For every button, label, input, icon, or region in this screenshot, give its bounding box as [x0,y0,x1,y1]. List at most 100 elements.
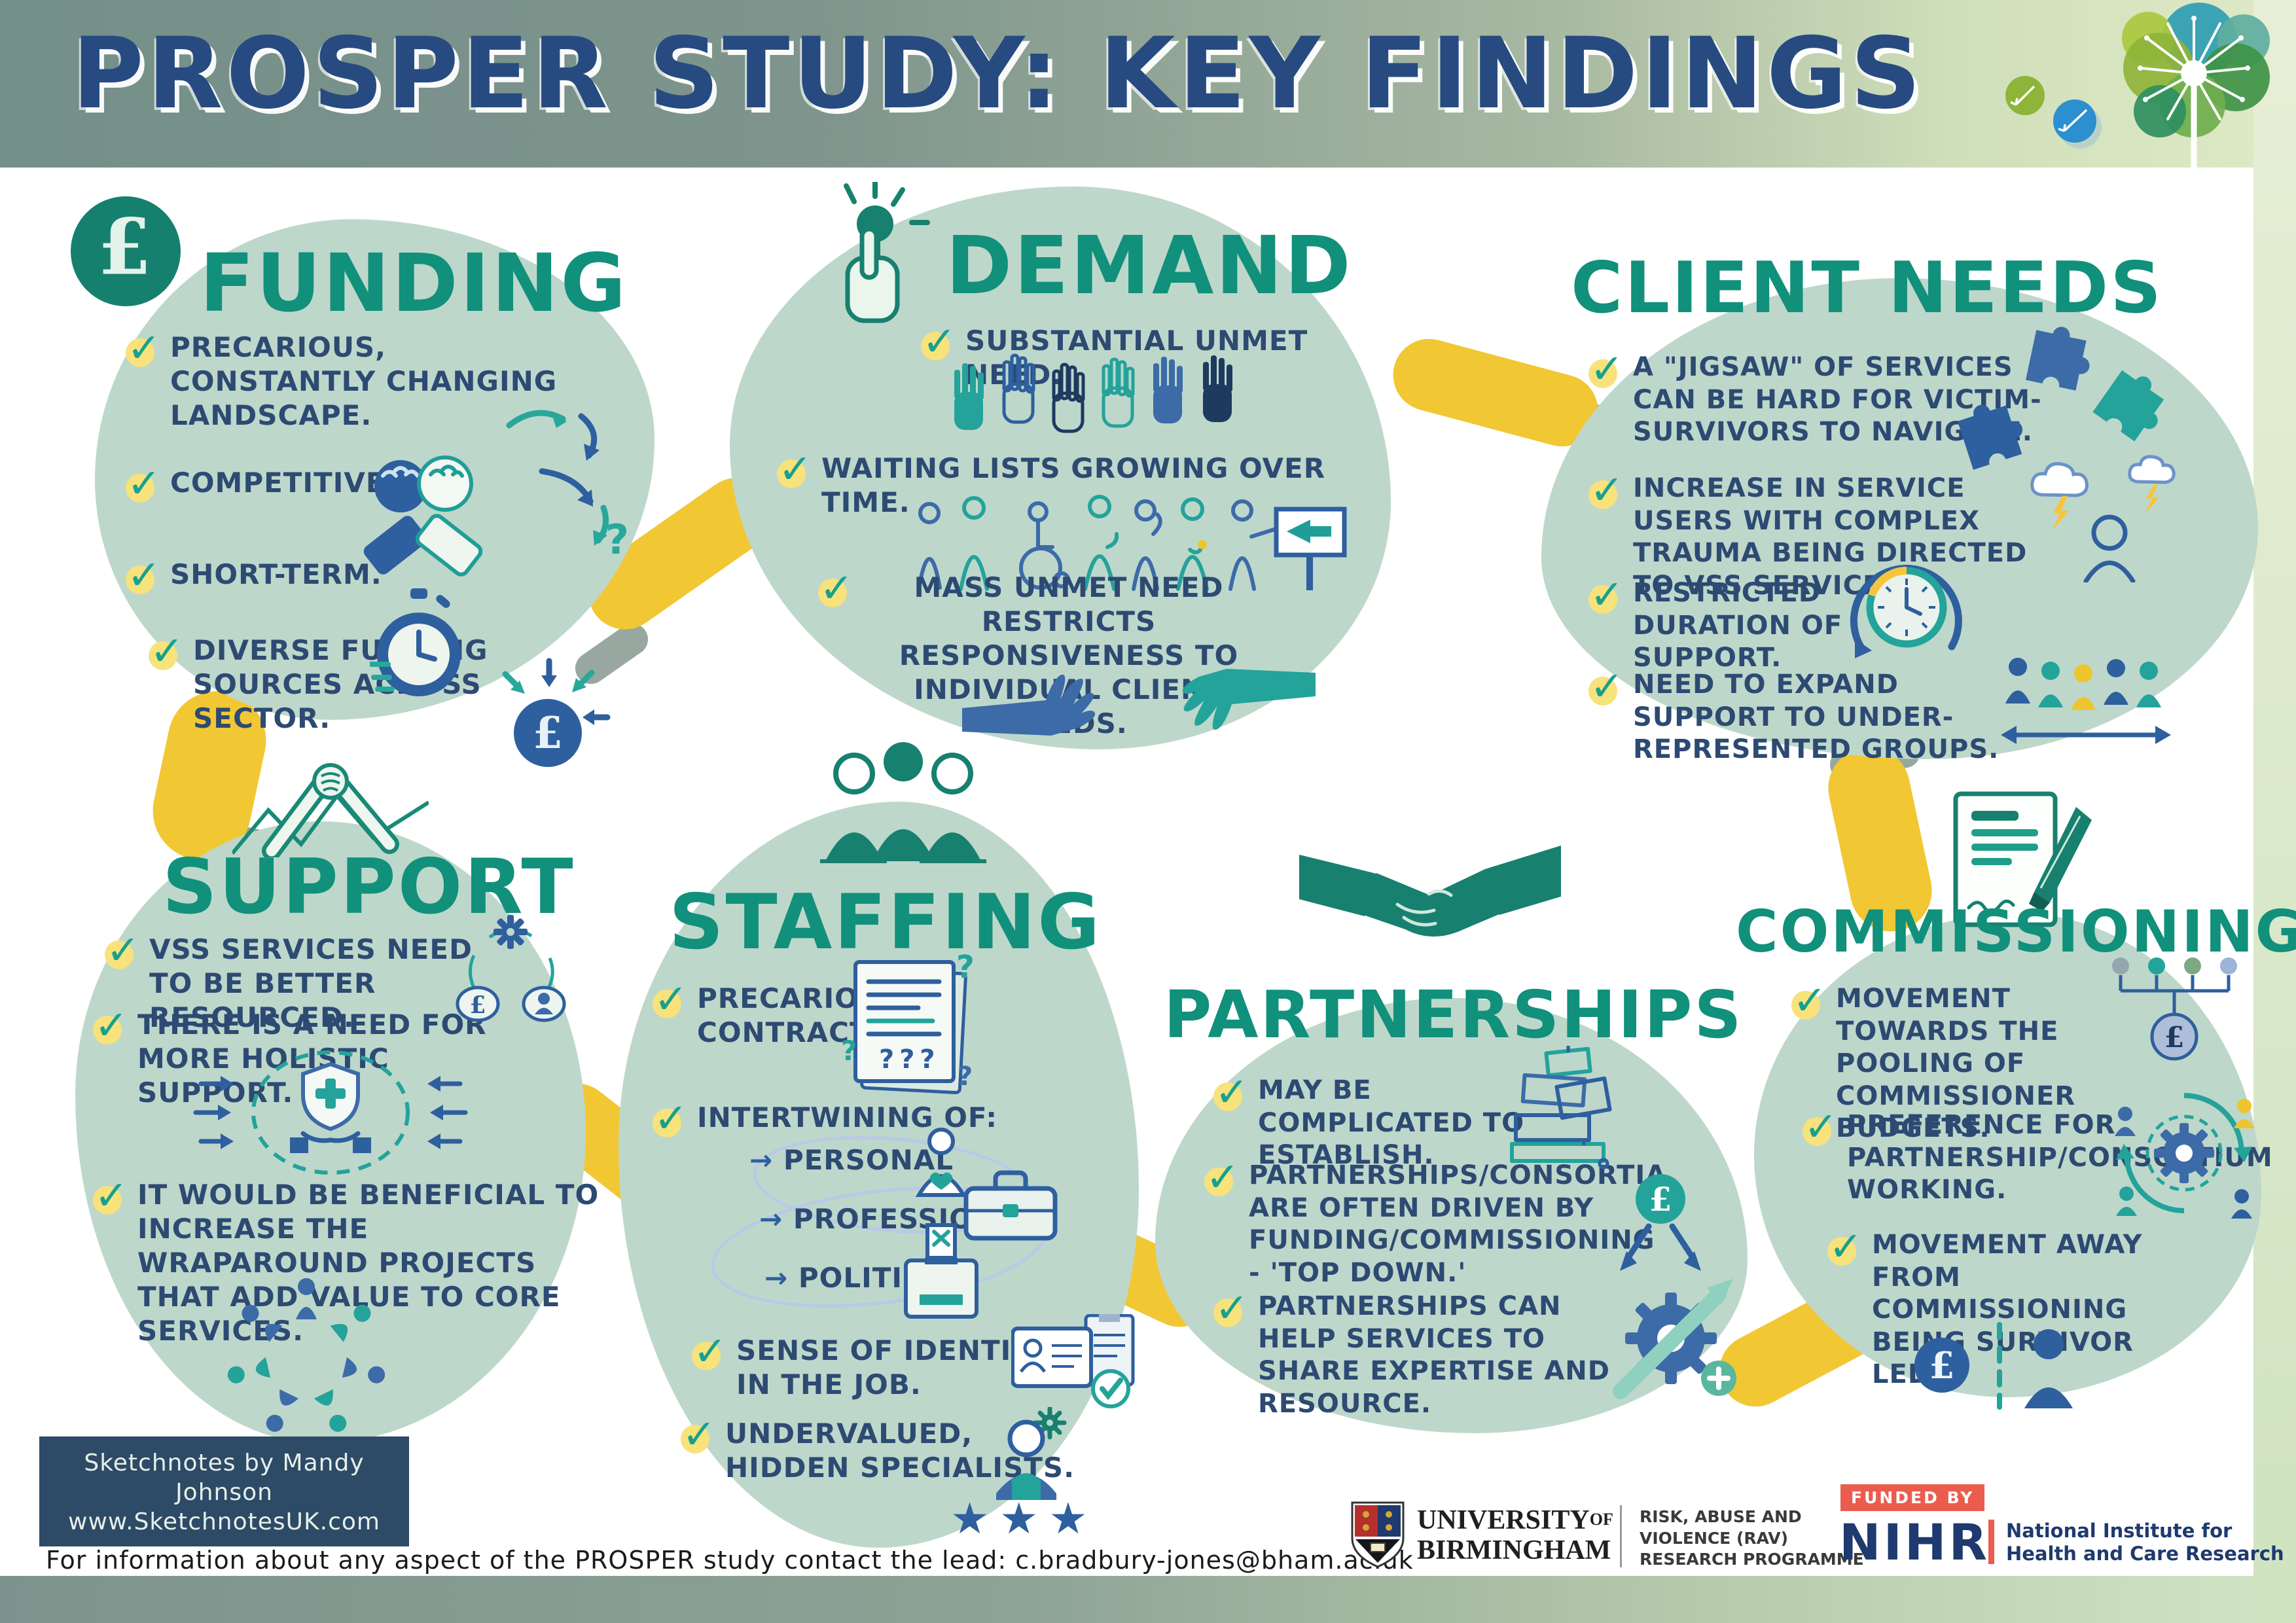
rav-programme-label: RISK, ABUSE AND VIOLENCE (RAV) RESEARCH … [1640,1507,1864,1571]
partnerships-item: PARTNERSHIPS/CONSORTIA ARE OFTEN DRIVEN … [1203,1153,1666,1289]
item-label: WAITING LISTS GROWING OVER TIME. [821,452,1326,519]
check-icon [147,627,184,675]
building-blocks-icon [1510,1046,1612,1169]
item-label: VSS SERVICES NEED TO BE BETTER RESOURCED… [149,933,473,1034]
item-label: RESTRICTED DURATION OF SUPPORT. [1633,578,1843,673]
resources-network-icon: £ [456,915,566,1022]
check-icon [679,1410,716,1458]
support-title: SUPPORT [162,843,575,931]
item-label: PARTNERSHIPS CAN HELP SERVICES TO SHARE … [1258,1291,1610,1419]
stars-icon [950,1493,1098,1544]
nihr-name-line: Health and Care Research [2006,1542,2284,1565]
partnerships-title: PARTNERSHIPS [1164,976,1744,1053]
check-icon [1203,1153,1240,1201]
support-item: VSS SERVICES NEED TO BE BETTER RESOURCED… [103,926,509,1035]
commissioning-item: PREFERENCE FOR PARTNERSHIP/CONSORTIUM WO… [1801,1103,2272,1207]
briefcase-icon [963,1170,1058,1241]
svg-text:???: ??? [879,1044,941,1075]
item-label: INCREASE IN SERVICE USERS WITH COMPLEX T… [1633,473,2028,601]
check-icon [1801,1103,1838,1150]
fist-bump-icon [363,455,483,577]
item-label: MOVEMENT AWAY FROM COMMISSIONING BEING S… [1872,1230,2143,1390]
dandelion-logo-icon [2005,3,2270,171]
check-icon [1587,571,1624,618]
nihr-name-line: National Institute for [2006,1520,2233,1542]
client-needs-item: INCREASE IN SERVICE USERS WITH COMPLEX T… [1587,466,2072,602]
check-icon [1826,1222,1863,1270]
item-label: COMPETITIVE. [170,467,397,499]
contract-signing-icon [1953,791,2092,927]
sub-item-label: PERSONAL [783,1144,954,1176]
trauma-storm-person-icon [2030,455,2176,582]
svg-text:£: £ [469,991,486,1019]
item-label: PARTNERSHIPS/CONSORTIA ARE OFTEN DRIVEN … [1249,1160,1667,1288]
item-label: SHORT-TERM. [170,558,382,590]
pound-coin-icon: £ [502,658,611,767]
credit-line: Sketchnotes by Mandy [84,1450,365,1476]
nihr-wordmark: NIHR [1839,1513,1990,1571]
waiting-queue-icon [917,495,1347,591]
contact-line: For information about any aspect of the … [46,1546,1414,1575]
uob-line1: UNIVERSITY [1417,1505,1590,1535]
check-icon [920,317,956,365]
check-icon [103,926,140,974]
demand-blob [730,187,1391,749]
item-label: DIVERSE FUNDING SOURCES ACROSS SECTOR. [193,634,488,735]
check-icon [1212,1284,1249,1332]
check-icon [92,1171,128,1219]
check-icon [92,1001,128,1049]
item-label: IT WOULD BE BENEFICIAL TO INCREASE THE W… [137,1179,600,1347]
rav-line: RESEARCH PROGRAMME [1640,1550,1864,1569]
support-item: IT WOULD BE BENEFICIAL TO INCREASE THE W… [92,1171,609,1348]
survivor-led-split-icon: £ [1914,1322,2073,1410]
raised-hands-icon [954,350,1232,442]
funding-title: FUNDING [200,237,628,330]
title-banner [0,0,2296,168]
funding-item: COMPETITIVE. [124,459,452,507]
partnerships-item: MAY BE COMPLICATED TO ESTABLISH. [1212,1068,1566,1172]
item-label: MAY BE COMPLICATED TO ESTABLISH. [1258,1075,1525,1171]
check-icon [1587,662,1624,710]
partnerships-item: PARTNERSHIPS CAN HELP SERVICES TO SHARE … [1212,1284,1631,1420]
item-label: MOVEMENT TOWARDS THE POOLING OF COMMISSI… [1836,984,2076,1144]
clasped-arms-mountain-icon [232,763,429,857]
id-badge-check-icon [1011,1314,1135,1408]
check-icon [776,445,812,493]
nihr-divider-bar [1988,1520,1994,1564]
holistic-shield-hands-icon [193,1050,468,1175]
people-circle-icon [225,1278,387,1436]
svg-text:£: £ [533,707,563,758]
client-needs-item: NEED TO EXPAND SUPPORT TO UNDER-REPRESEN… [1587,662,2006,766]
hidden-specialist-icon [996,1407,1067,1500]
svg-text:?: ? [958,1061,973,1092]
consortium-cycle-icon [2115,1093,2255,1219]
svg-text:?: ? [956,950,975,986]
bottom-edge-bar [0,1576,2253,1623]
question-mark-icon [605,516,629,563]
person-heart-icon [915,1128,967,1197]
connector-demand-clientneeds [1385,330,1606,455]
check-icon [1212,1068,1249,1116]
logo-divider [1620,1505,1622,1567]
pound-sterling-badge-icon [71,196,181,306]
check-icon [817,564,853,612]
stopwatch-icon [370,588,461,696]
commissioning-item: MOVEMENT TOWARDS THE POOLING OF COMMISSI… [1790,976,2144,1145]
shared-gear-growth-icon [1613,1279,1736,1399]
demand-item: WAITING LISTS GROWING OVER TIME. [776,445,1391,520]
item-label: INTERTWINING OF: [697,1101,998,1133]
staffing-sub-item: PERSONAL [749,1144,954,1176]
client-needs-title: CLIENT NEEDS [1571,247,2164,329]
demand-item: MASS UNMET NEED RESTRICTS RESPONSIVENESS… [817,564,1275,741]
handshake-icon [1299,846,1561,937]
svg-text:£: £ [2164,1021,2185,1054]
check-icon [651,1094,688,1142]
check-icon [1790,976,1827,1024]
check-icon [124,459,161,507]
university-of-birmingham-crest-icon [1351,1501,1405,1568]
rav-line: RISK, ABUSE AND [1640,1507,1802,1526]
staffing-title: STAFFING [669,878,1102,967]
credit-line: www.SketchnotesUK.com [68,1508,380,1535]
commissioning-item: MOVEMENT AWAY FROM COMMISSIONING BEING S… [1826,1222,2193,1391]
svg-text:?: ? [841,1035,857,1067]
